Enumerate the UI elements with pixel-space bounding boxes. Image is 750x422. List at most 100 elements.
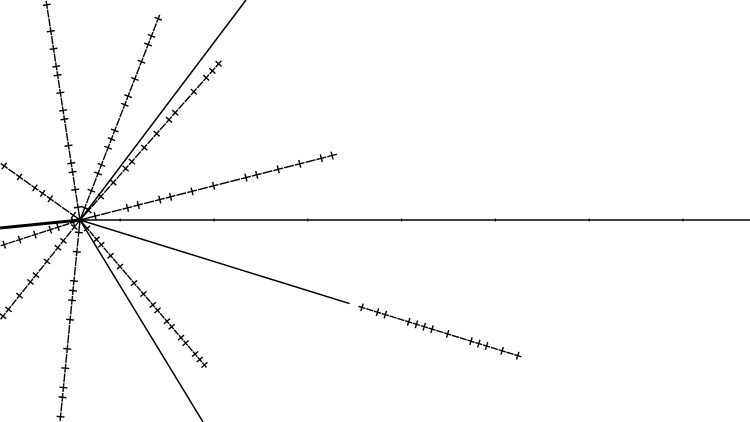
ray-left-tick xyxy=(48,225,53,234)
ray-up-tick xyxy=(68,170,77,174)
ray-upper-left-dash xyxy=(23,179,32,186)
ray-upper-right-shallow-dash xyxy=(305,159,316,163)
ray-lower-right-tick xyxy=(360,303,364,312)
ray-down-dash xyxy=(76,237,79,247)
ray-up-tick xyxy=(73,205,83,209)
ray-lower-left-tick xyxy=(59,237,67,244)
ray-upper-right-mid-dash xyxy=(184,95,191,103)
ray-upper-right-shallow-tick xyxy=(255,170,259,179)
ray-lower-right-dash xyxy=(366,308,374,312)
ray-upper-right-mid-dash xyxy=(159,123,167,131)
ray-upper-left-tick xyxy=(1,162,8,170)
ray-down xyxy=(56,219,83,422)
ray-upper-left xyxy=(0,162,81,221)
ray-upper-right-high-dash xyxy=(85,195,91,204)
ray-upper-steep-solid xyxy=(79,0,247,221)
ray-lower-right-mid-tick xyxy=(200,361,208,369)
ray-upper-right-mid-tick xyxy=(97,193,105,200)
ray-upper-right-mid-dash xyxy=(116,171,123,180)
ray-up-tick xyxy=(59,109,68,112)
ray-lower-right-mid-tick xyxy=(191,350,199,358)
ray-lower-right-mid-tick xyxy=(97,241,105,248)
ray-down-tick xyxy=(67,299,77,302)
ray-lower-left-tick xyxy=(70,224,78,231)
ray-down-tick xyxy=(66,318,75,321)
ray-down-tick xyxy=(72,250,81,253)
ray-lower-right-mid xyxy=(79,219,208,369)
ray-upper-right-mid-tick xyxy=(208,67,216,75)
ray-upper-right-shallow-dash xyxy=(143,200,155,205)
ray-upper-left-dash xyxy=(8,168,16,175)
ray-upper-right-high-tick xyxy=(144,42,153,47)
ray-upper-right-high-dash xyxy=(142,48,147,58)
ray-upper-right-shallow-dash xyxy=(100,211,111,216)
ray-left-near xyxy=(0,218,81,230)
ray-lower-right-mid-tick xyxy=(182,339,190,347)
ray-upper-right-high-tick xyxy=(87,188,96,193)
ray-lower-right-mid-tick xyxy=(154,307,162,314)
ray-up-dash xyxy=(75,194,78,203)
ray-lower-left-dash xyxy=(49,250,56,259)
ray-left-dash xyxy=(61,222,70,227)
ray-lower-right-dash xyxy=(436,329,444,334)
ray-upper-right-mid-dash xyxy=(134,150,142,159)
ray-lower-left-dash xyxy=(38,264,45,272)
ray-lower-right-mid-tick xyxy=(130,279,138,287)
ray-up-tick xyxy=(71,188,80,191)
ray-upper-right-shallow-tick xyxy=(319,154,323,163)
ray-lower-right-mid-dash xyxy=(187,345,193,352)
ray-lower-right-dash xyxy=(459,337,467,341)
ray-left-near-solid xyxy=(0,218,81,230)
ray-upper-right-shallow-tick xyxy=(158,195,162,204)
ray-upper-right-high-dash xyxy=(92,177,97,187)
ray-upper-right-shallow xyxy=(79,151,338,221)
ray-upper-right-high-tick xyxy=(124,94,133,99)
ray-upper-right-high-dash xyxy=(102,152,107,161)
ray-upper-left-dash xyxy=(54,201,62,208)
ray-down-tick xyxy=(61,367,70,370)
ray-lower-right-tick xyxy=(414,320,419,329)
ray-lower-right-dash xyxy=(451,334,460,339)
ray-upper-left-tick xyxy=(70,211,77,219)
ray-upper-right-mid xyxy=(79,60,223,221)
ray-upper-right-high-dash xyxy=(115,117,121,127)
ray-upper-right-mid-dash xyxy=(178,102,185,110)
ray-lower-right-mid-tick xyxy=(139,290,147,298)
ray-left xyxy=(0,218,81,249)
ray-up-tick xyxy=(67,161,76,165)
ray-up-tick xyxy=(49,47,58,51)
ray-up-dash xyxy=(53,53,57,62)
ray-upper-right-shallow-dash xyxy=(197,186,208,191)
ray-upper-right-mid-dash xyxy=(91,199,98,208)
ray-upper-right-mid-dash xyxy=(196,81,204,89)
ray-down-dash xyxy=(74,257,78,266)
ray-upper-right-shallow-tick xyxy=(298,159,302,168)
ray-upper-right-shallow-tick xyxy=(136,201,140,210)
ray-up-tick xyxy=(60,117,69,121)
ray-lower-right-mid-tick xyxy=(196,356,204,363)
ray-lower-right-mid-tick xyxy=(116,263,124,270)
ray-upper-right-shallow-tick xyxy=(244,173,248,182)
ray-up-dash xyxy=(64,123,68,133)
ray-up-dash xyxy=(68,150,72,159)
ray-upper-right-high-tick xyxy=(154,16,163,21)
ray-upper-right-shallow-tick xyxy=(168,192,173,201)
ray-lower-right-mid-tick xyxy=(168,323,176,330)
ray-lower-right-mid-dash xyxy=(126,274,133,281)
ray-lower-right-tick xyxy=(515,351,520,360)
ray-upper-right-mid-tick xyxy=(140,144,148,151)
ray-down-dash xyxy=(65,354,68,363)
ray-lower-right-tick xyxy=(500,346,504,355)
ray-lower-right-mid-dash xyxy=(145,296,151,303)
ray-up-dash xyxy=(57,79,61,89)
ray-upper-right-high-dash xyxy=(119,109,124,118)
ray-upper-steep xyxy=(79,0,247,221)
ray-upper-right-high-dash xyxy=(152,23,157,32)
ray-lower-steep xyxy=(79,219,204,422)
ray-lower-right-tick xyxy=(476,339,481,348)
ray-upper-right-mid-tick xyxy=(171,109,179,116)
ray-lower-right-tick xyxy=(422,322,427,331)
ray-upper-right-high-tick xyxy=(80,205,89,210)
ray-lower-right-tick xyxy=(445,329,450,338)
